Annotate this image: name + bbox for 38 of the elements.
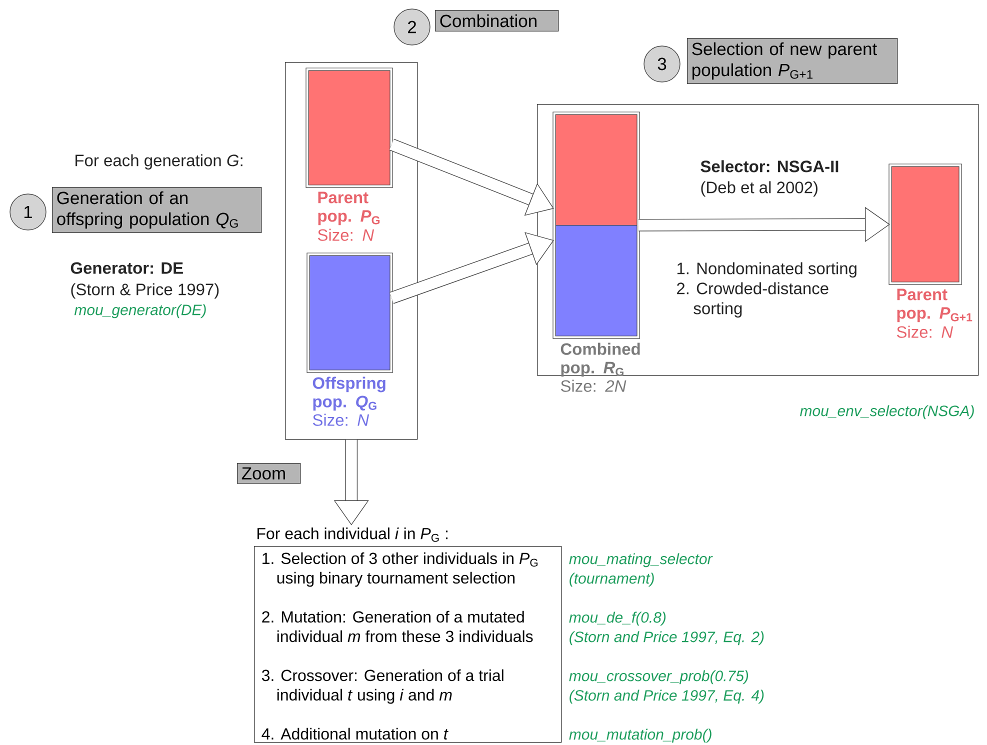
node-label: Size: N (312, 414, 370, 426)
heading-text: Generator: DE (70, 262, 183, 274)
note-text: (Storn & Price 1997) (71, 283, 219, 299)
node-label: Parent pop. P$_{G}$ (318, 192, 380, 226)
population-block: Offspring pop. Q$_{G}$ Size: N (306, 252, 393, 426)
node-label: (Storn and Price 1997, Eq. 2) (570, 631, 764, 646)
list-item-text: 2. Crowded-distance sorting (677, 282, 828, 318)
node-label: mou_mutation_prob() (569, 728, 712, 743)
note-text: (Deb et al 2002) (701, 181, 818, 197)
list-item-text: 1. Nondominated sorting (677, 262, 856, 278)
block-arrow (389, 138, 554, 216)
population-block: Combined pop. R$_{G}$ Size: 2N (552, 112, 640, 392)
population-block: Parent pop. P$_{G+1}$ Size: N (888, 164, 972, 338)
node-label: mou_mating_selector (569, 553, 713, 568)
node-label: Parent pop. P$_{G+1}$ (897, 288, 972, 322)
block-arrow (390, 232, 554, 304)
node-label: mou_de_f(0.8) (569, 612, 666, 626)
node-label: Combined pop. R$_{G}$ (560, 342, 640, 377)
heading-text: For each individual i in P$_{G}$ : (258, 528, 448, 542)
node-label: Size: N (318, 228, 374, 241)
node-label: Size: 2N (560, 380, 626, 392)
node-label: (Storn and Price 1997, Eq. 4) (570, 690, 764, 704)
code-text: mou_env_selector(NSGA) (800, 405, 974, 420)
population-block: Parent pop. P$_{G}$ Size: N (306, 68, 393, 241)
note-text: For each generation G: (76, 154, 242, 170)
step-box: Combination (435, 10, 559, 32)
panel-box (285, 62, 418, 440)
node-label: Offspring pop. Q$_{G}$ (312, 376, 386, 411)
node-label: Size: N (896, 326, 954, 338)
code-text: mou_generator(DE) (74, 304, 206, 318)
node-label: mou_crossover_prob(0.75) (569, 670, 748, 684)
step-box: Generation of an offspring population Q$_{G}$ (52, 187, 262, 233)
heading-text: Selector: NSGA-II (700, 160, 838, 172)
step-list-box: 1. Selection of 3 other individuals in P$_{G}$ using binary tournament selection 2. Mutation: Generation of a mutated individual m from these 3 individuals 3. Crossover: Generation of a trial individual t using i and m 4. Additional mutation on t mou_mating_selector (tournament) mou_de_f(0.8) (Storn and Price 1997, Eq. 2) mou_crossover_prob(0.75) (Storn and Price 1997, Eq. 4) mou_mutation_prob() (254, 546, 764, 743)
panel-box (537, 104, 979, 376)
step-box: Zoom (237, 463, 301, 484)
node-label: (tournament) (570, 572, 654, 587)
step-box: Selection of new parent population P$_{G+1}$ (687, 38, 898, 84)
